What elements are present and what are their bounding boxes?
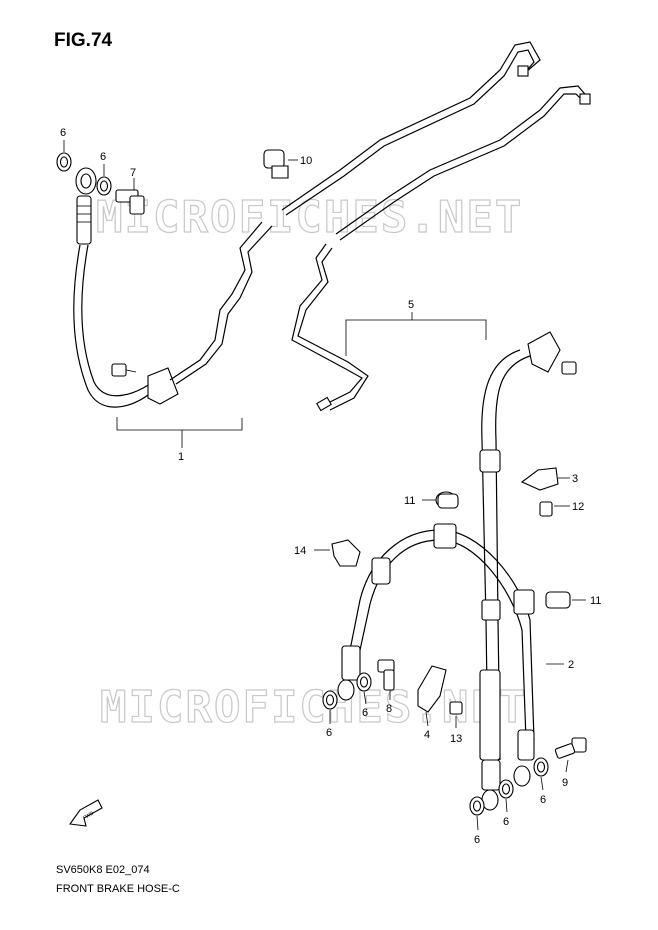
washer-6-top-second	[96, 164, 112, 196]
figure-title: FIG.74	[54, 30, 113, 51]
callout-6-right: 6	[540, 794, 546, 806]
callout-14: 14	[294, 545, 306, 557]
washer-6-bottom-middle	[498, 779, 514, 813]
washer-6-middle	[356, 672, 372, 705]
callout-2: 2	[568, 659, 574, 671]
brake-pipe-5	[281, 41, 591, 412]
clamp-11-upper	[422, 491, 459, 509]
bracket-line-1	[116, 417, 243, 448]
bolt-1-left	[111, 363, 137, 377]
washer-6-left-lower	[322, 690, 338, 724]
clamp-11-right	[545, 591, 586, 609]
callout-4: 4	[424, 729, 430, 741]
callout-6-top-left: 6	[60, 127, 66, 139]
callout-6-left-lower: 6	[326, 727, 332, 739]
bolt-bracket-right	[561, 361, 577, 375]
washer-6-bottom	[469, 796, 485, 831]
bolt-13	[449, 701, 463, 728]
callout-9: 9	[562, 777, 568, 789]
brake-hose-1	[73, 167, 273, 408]
watermark-bottom: MICROFICHES.NET	[100, 682, 527, 733]
washer-6-top-left	[56, 140, 72, 172]
callout-1: 1	[178, 451, 184, 463]
callout-8: 8	[386, 703, 392, 715]
callout-6-middle: 6	[362, 707, 368, 719]
callout-5: 5	[408, 299, 414, 311]
bracket-line-5	[345, 312, 487, 356]
callout-13: 13	[450, 733, 462, 745]
washer-6-right	[533, 757, 549, 791]
clamp-14	[314, 539, 361, 567]
callout-11-right: 11	[590, 595, 601, 607]
model-code: SV650K8 E02_074	[56, 864, 150, 876]
fwd-arrow-icon: FWD	[69, 799, 103, 827]
bracket-4	[417, 665, 447, 727]
bolt-7	[115, 178, 145, 215]
bolt-12	[539, 501, 570, 517]
callout-10: 10	[300, 155, 312, 167]
callout-7: 7	[130, 167, 136, 179]
bolt-9	[554, 737, 587, 773]
brake-hose-2	[337, 331, 564, 811]
clamp-3	[520, 467, 570, 491]
clamp-10	[263, 149, 298, 179]
callout-6-bottom: 6	[474, 834, 480, 846]
callout-6-bottom-middle: 6	[503, 816, 509, 828]
callout-3: 3	[572, 473, 578, 485]
diagram-name: FRONT BRAKE HOSE-C	[56, 883, 180, 895]
fwd-label: FWD	[82, 810, 95, 821]
callout-6-top-second: 6	[100, 151, 106, 163]
callout-11-upper: 11	[404, 495, 415, 507]
bolt-8	[377, 659, 395, 700]
callout-12: 12	[572, 501, 584, 513]
